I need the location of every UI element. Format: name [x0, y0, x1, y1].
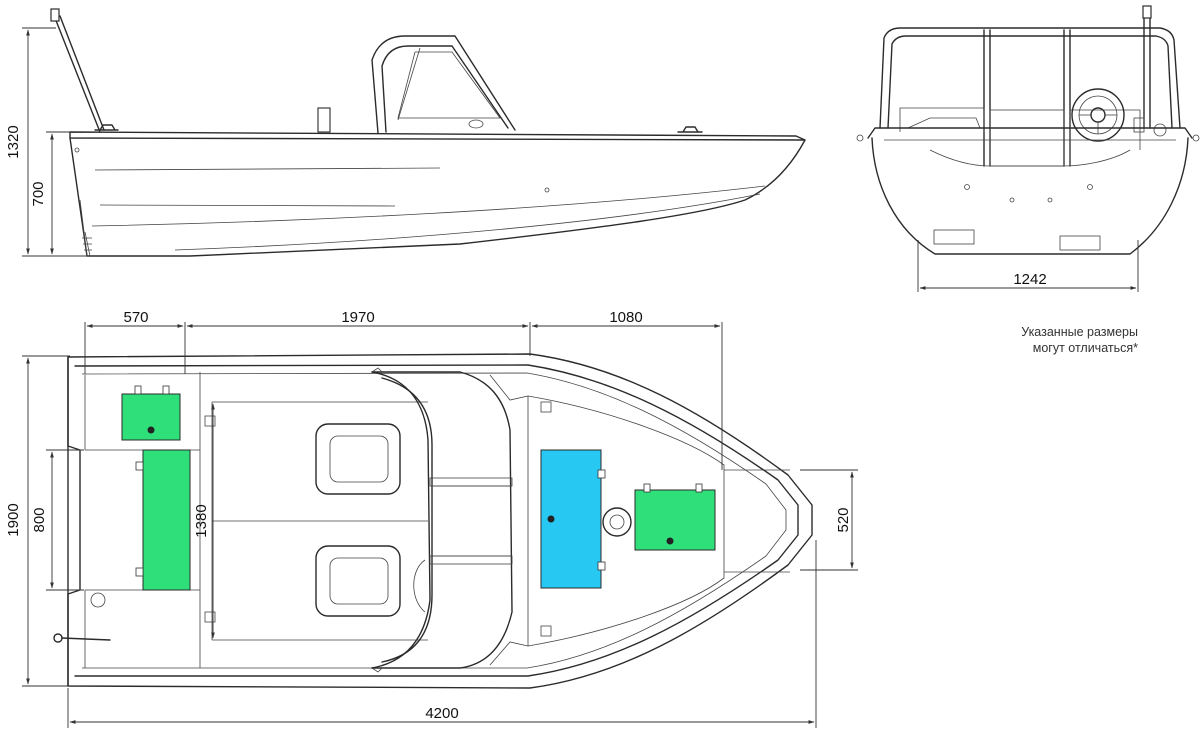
dim-height-total: 1320: [5, 125, 22, 158]
dim-transom-width: 800: [31, 507, 48, 532]
dim-height-side: 700: [30, 181, 47, 206]
dim-seg-mid: 1970: [341, 309, 374, 326]
dim-beam-stern: 1242: [1013, 271, 1046, 288]
dim-seg-bow: 1080: [609, 309, 642, 326]
disclaimer-note: Указанные размеры могут отличаться*: [960, 324, 1138, 356]
disclaimer-line-1: Указанные размеры: [1021, 325, 1138, 339]
dim-length-total: 4200: [425, 705, 458, 722]
disclaimer-line-2: могут отличаться*: [1032, 341, 1138, 355]
hatch-bow-blue[interactable]: [540, 449, 606, 589]
dim-inner-width: 1380: [193, 504, 210, 537]
dim-seg-stern: 570: [123, 309, 148, 326]
hatch-bow-green[interactable]: [634, 483, 716, 551]
hatch-aft-small[interactable]: [121, 385, 181, 441]
hatch-aft-long[interactable]: [135, 449, 191, 591]
top-view: [53, 353, 813, 689]
stern-view: [856, 5, 1200, 255]
dim-bow-width: 520: [835, 507, 852, 532]
side-view: [50, 8, 806, 257]
dim-beam-total: 1900: [5, 503, 22, 536]
